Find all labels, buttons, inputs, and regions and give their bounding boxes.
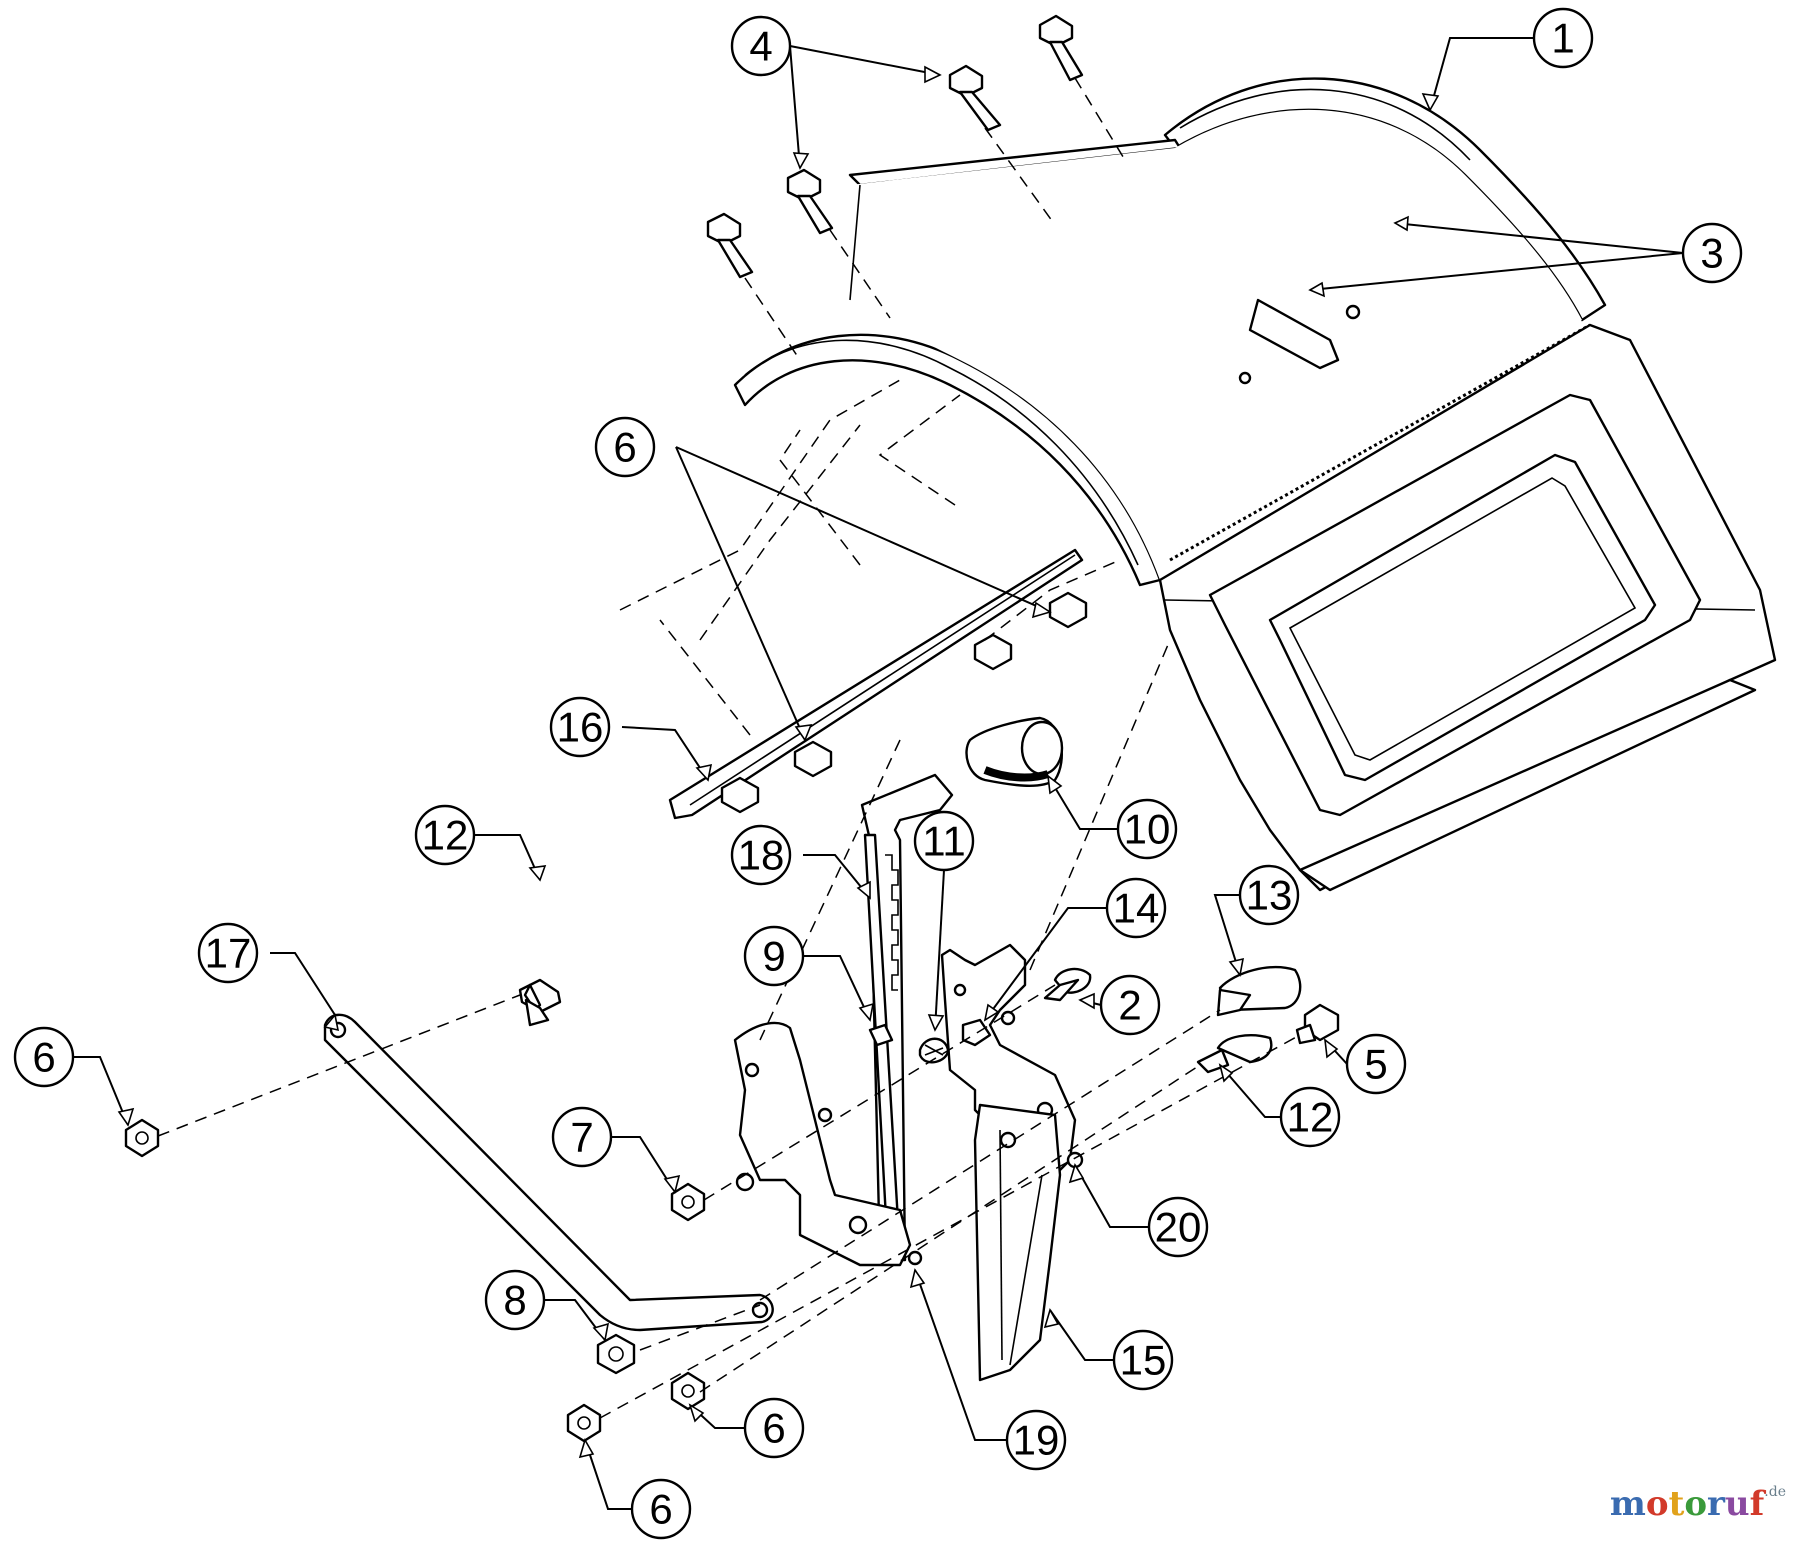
watermark-letter: m [1609, 1484, 1646, 1524]
callout-16-text: 16 [557, 704, 604, 751]
callout-9: 9 [743, 925, 805, 987]
callout-20-text: 20 [1155, 1204, 1202, 1251]
motoruf-watermark-logo: motoruf.de [1610, 1484, 1786, 1524]
callout-16: 16 [549, 696, 611, 758]
callout-7: 7 [551, 1106, 613, 1168]
watermark-letter: o [1684, 1484, 1707, 1524]
watermark-letter: u [1724, 1484, 1750, 1524]
leader-lines [73, 37, 1684, 1510]
callout-11-text: 11 [922, 818, 966, 865]
handle-grip-part-10 [965, 716, 1064, 787]
callout-5: 5 [1345, 1033, 1407, 1095]
callout-1-text: 1 [1551, 15, 1574, 62]
callout-17: 17 [197, 922, 259, 984]
callout-2: 2 [1099, 974, 1161, 1036]
callout-12-upper: 12 [414, 804, 476, 866]
drag-stake-part-15 [973, 1103, 1062, 1382]
callout-12-upper-text: 12 [422, 812, 469, 859]
callout-17-text: 17 [205, 930, 252, 977]
callout-8-text: 8 [503, 1277, 526, 1324]
bolt-part-4 [706, 14, 1084, 279]
watermark-letter: f [1749, 1484, 1765, 1524]
callout-9-text: 9 [762, 933, 785, 980]
callout-15: 15 [1112, 1329, 1174, 1391]
watermark-suffix: .de [1764, 1484, 1786, 1500]
callout-6-bottom-right-text: 6 [762, 1405, 785, 1452]
callout-12-lower-text: 12 [1287, 1094, 1334, 1141]
callout-labels: 1 2 3 4 5 6 6 6 6 7 8 9 10 11 12 12 13 1… [13, 7, 1743, 1540]
callout-6-bottom-text: 6 [649, 1486, 672, 1533]
watermark-letter: o [1645, 1484, 1669, 1524]
callout-4: 4 [730, 15, 792, 77]
flange-nut-group [720, 591, 1088, 814]
callout-18-text: 18 [738, 832, 785, 879]
callout-6-top: 6 [594, 416, 656, 478]
callout-11: 11 [913, 810, 975, 872]
callout-8: 8 [484, 1269, 546, 1331]
callout-13-text: 13 [1246, 872, 1293, 919]
callout-19: 19 [1005, 1409, 1067, 1471]
callout-12-lower: 12 [1279, 1086, 1341, 1148]
callout-5-text: 5 [1364, 1041, 1387, 1088]
watermark-letter: r [1707, 1484, 1725, 1524]
callout-15-text: 15 [1120, 1337, 1167, 1384]
callout-10: 10 [1116, 798, 1178, 860]
callout-6-left: 6 [13, 1026, 75, 1088]
leader-arrowheads [117, 65, 1440, 1459]
bracket-part-19 [733, 1021, 923, 1267]
callout-10-text: 10 [1124, 806, 1171, 853]
watermark-letter: t [1668, 1484, 1685, 1524]
tine-hood [733, 77, 1777, 892]
callout-14: 14 [1105, 877, 1167, 939]
callout-13: 13 [1238, 864, 1300, 926]
small-fasteners [124, 966, 1340, 1443]
callout-6-top-text: 6 [613, 424, 636, 471]
callout-2-text: 2 [1118, 982, 1141, 1029]
callout-3: 3 [1681, 222, 1743, 284]
callout-7-text: 7 [570, 1114, 593, 1161]
callout-20: 20 [1147, 1196, 1209, 1258]
callout-18: 18 [730, 824, 792, 886]
callout-14-text: 14 [1113, 885, 1160, 932]
callout-4-text: 4 [749, 23, 772, 70]
callout-3-text: 3 [1700, 230, 1723, 277]
callout-6-bottom-right: 6 [743, 1397, 805, 1459]
callout-1: 1 [1532, 7, 1594, 69]
callout-19-text: 19 [1013, 1417, 1060, 1464]
callout-6-bottom: 6 [630, 1478, 692, 1540]
lever-rod-part-17 [323, 1013, 774, 1332]
mounting-bar-part-16 [668, 548, 1084, 820]
callout-6-left-text: 6 [32, 1034, 55, 1081]
